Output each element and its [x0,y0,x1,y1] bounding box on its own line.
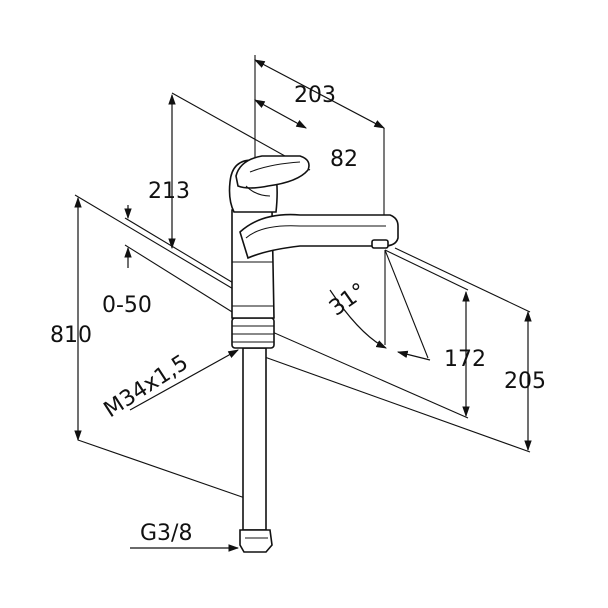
aerator [371,239,389,249]
dim-31-angle: 31° [325,279,371,322]
dimension-labels: 203 82 213 0-50 810 31° 172 205 M34x1,5 … [50,83,546,546]
dim-82: 82 [330,147,358,172]
dim-172: 172 [444,347,486,372]
mounting-thread [231,317,275,349]
faucet [228,155,399,553]
supply-hose [242,347,267,531]
hose-connector [239,529,273,553]
lever-handle [235,155,310,189]
dim-g38-connector: G3/8 [140,521,192,546]
dim-213: 213 [148,179,190,204]
dim-0-50: 0-50 [102,293,152,318]
spout [239,213,399,260]
extension-lines [74,55,531,453]
dim-810: 810 [50,323,92,348]
dim-203: 203 [294,83,336,108]
dim-205: 205 [504,369,546,394]
dimension-lines [74,59,532,552]
dim-m34-thread: M34x1,5 [100,350,193,423]
